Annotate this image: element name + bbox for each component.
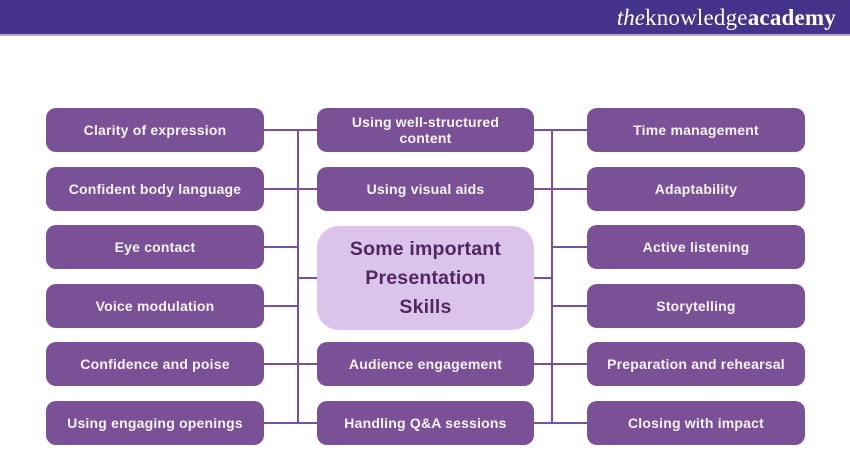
connector-right-row3 xyxy=(551,246,587,248)
node-label: Eye contact xyxy=(114,239,196,255)
connector-left-row4 xyxy=(264,305,299,307)
connector-right-spine xyxy=(551,129,553,424)
connector-left-spine xyxy=(297,129,299,424)
node-audience-engagement: Audience engagement xyxy=(317,342,534,386)
center-title-node: Some important Presentation Skills xyxy=(317,226,534,330)
center-title-line1: Some important xyxy=(349,237,502,260)
logo-academy: academy xyxy=(747,4,836,30)
node-eye-contact: Eye contact xyxy=(46,225,264,269)
node-using-well-structured-content: Using well-structured content xyxy=(317,108,534,152)
connector-left-row5 xyxy=(264,363,317,365)
node-clarity-of-expression: Clarity of expression xyxy=(46,108,264,152)
connector-right-row1 xyxy=(534,129,587,131)
connector-right-row6 xyxy=(534,422,587,424)
center-title-line3: Skills xyxy=(399,295,452,318)
node-confident-body-language: Confident body language xyxy=(46,167,264,211)
node-label: Confident body language xyxy=(68,181,242,197)
node-closing-with-impact: Closing with impact xyxy=(587,401,805,445)
node-label: Clarity of expression xyxy=(83,122,227,138)
node-time-management: Time management xyxy=(587,108,805,152)
node-label: Handling Q&A sessions xyxy=(344,415,507,431)
node-label: Using well-structured content xyxy=(351,114,500,146)
node-adaptability: Adaptability xyxy=(587,167,805,211)
header-bar: theknowledgeacademy xyxy=(0,0,850,36)
connector-center-left-stub xyxy=(297,277,318,279)
center-title-line2: Presentation xyxy=(365,266,486,289)
node-label: Closing with impact xyxy=(627,415,765,431)
connector-right-row4 xyxy=(551,305,587,307)
node-using-engaging-openings: Using engaging openings xyxy=(46,401,264,445)
node-preparation-and-rehearsal: Preparation and rehearsal xyxy=(587,342,805,386)
connector-left-row3 xyxy=(264,246,299,248)
logo-the: the xyxy=(616,4,645,30)
node-using-visual-aids: Using visual aids xyxy=(317,167,534,211)
node-storytelling: Storytelling xyxy=(587,284,805,328)
node-label: Time management xyxy=(633,122,759,138)
node-handling-qa-sessions: Handling Q&A sessions xyxy=(317,401,534,445)
node-confidence-and-poise: Confidence and poise xyxy=(46,342,264,386)
node-label: Confidence and poise xyxy=(80,356,230,372)
node-label: Adaptability xyxy=(654,181,738,197)
node-voice-modulation: Voice modulation xyxy=(46,284,264,328)
node-label: Using engaging openings xyxy=(67,415,243,431)
knowledge-academy-logo: theknowledgeacademy xyxy=(617,6,836,29)
logo-knowledge: knowledge xyxy=(645,4,748,30)
node-label: Audience engagement xyxy=(348,356,503,372)
node-label: Active listening xyxy=(642,239,750,255)
node-active-listening: Active listening xyxy=(587,225,805,269)
connector-left-row2 xyxy=(264,188,317,190)
connector-left-row6 xyxy=(264,422,317,424)
connector-center-right-stub xyxy=(533,277,553,279)
node-label: Voice modulation xyxy=(95,298,215,314)
presentation-skills-diagram: Clarity of expression Confident body lan… xyxy=(0,36,850,448)
node-label: Storytelling xyxy=(656,298,736,314)
connector-left-row1 xyxy=(264,129,317,131)
node-label: Using visual aids xyxy=(366,181,485,197)
connector-right-row5 xyxy=(534,363,587,365)
node-label: Preparation and rehearsal xyxy=(607,356,785,372)
connector-right-row2 xyxy=(534,188,587,190)
